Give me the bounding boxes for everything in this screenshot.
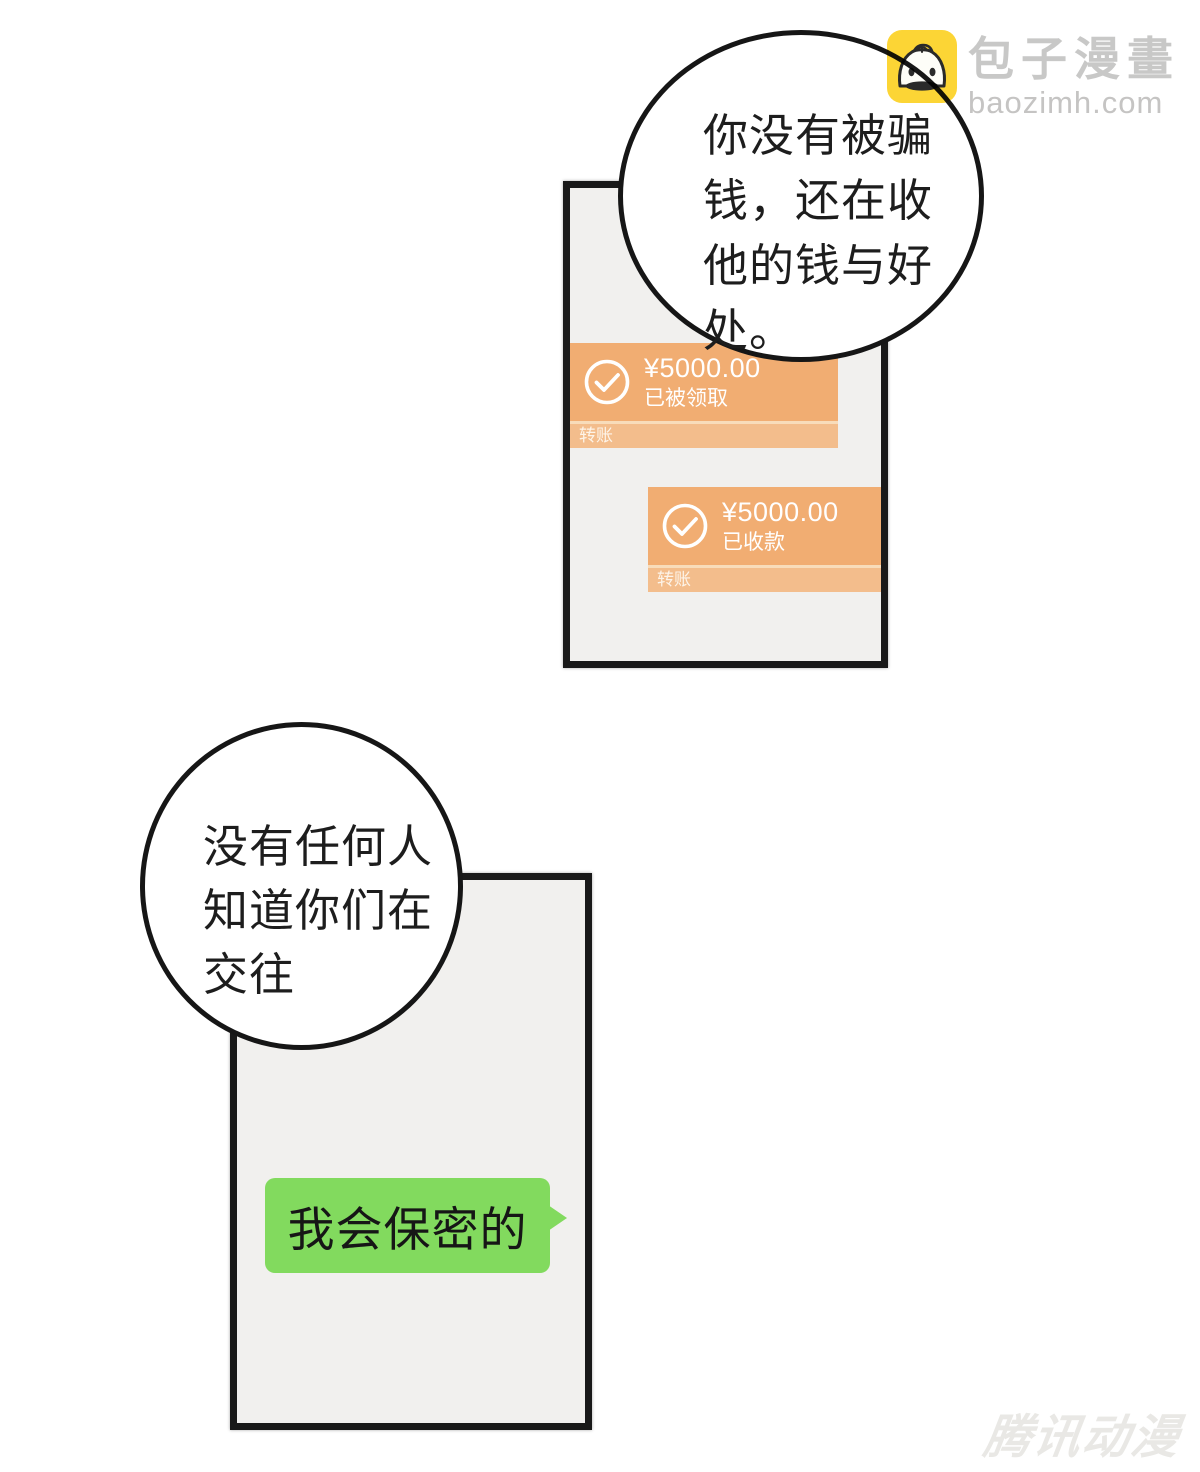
baozimh-watermark: 包子漫畫 baozimh.com [886,28,1180,121]
speech-bubble-top-text: 你没有被骗 钱，还在收 他的钱与好 处。 [703,103,933,363]
speech-line: 交往 [203,949,296,1000]
transfer-type-label: 转账 [570,421,838,448]
speech-line: 知道你们在 [203,885,434,936]
speech-line: 你没有被骗 [703,110,934,161]
check-circle-icon [584,359,630,405]
speech-line: 钱，还在收 [703,175,934,226]
transfer-amount: ¥5000.00 [722,497,839,528]
speech-bubble-bottom-text: 没有任何人 知道你们在 交往 [203,815,433,1007]
speech-line: 没有任何人 [203,821,434,872]
transfer-main-area: ¥5000.00 已被领取 [570,343,838,421]
speech-line: 处。 [703,305,796,356]
transfer-bubble-sent: ¥5000.00 已收款 转账 [648,487,881,592]
logo-site-name: 包子漫畫 [968,33,1180,85]
transfer-type-label: 转账 [648,565,881,592]
speech-line: 他的钱与好 [703,240,934,291]
transfer-texts: ¥5000.00 已被领取 [644,354,761,409]
bubble-tail-icon [548,1205,567,1231]
transfer-main-area: ¥5000.00 已收款 [648,487,881,565]
transfer-amount: ¥5000.00 [644,353,761,384]
chat-message-text: 我会保密的 [287,1203,528,1256]
transfer-status: 已收款 [722,530,785,554]
tencent-comics-watermark: 腾讯动漫 [980,1410,1185,1463]
chat-message-bubble: 我会保密的 [265,1178,567,1273]
speech-bubble-top: 你没有被骗 钱，还在收 他的钱与好 处。 [618,30,984,362]
speech-bubble-bottom: 没有任何人 知道你们在 交往 [140,722,463,1050]
logo-texts: 包子漫畫 baozimh.com [968,28,1180,121]
transfer-status: 已被领取 [644,386,728,410]
baozi-icon [887,30,957,103]
transfer-texts: ¥5000.00 已收款 [722,498,839,553]
transfer-bubble-received: ¥5000.00 已被领取 转账 [570,343,838,448]
check-circle-icon [662,503,708,549]
logo-site-domain: baozimh.com [968,85,1164,120]
